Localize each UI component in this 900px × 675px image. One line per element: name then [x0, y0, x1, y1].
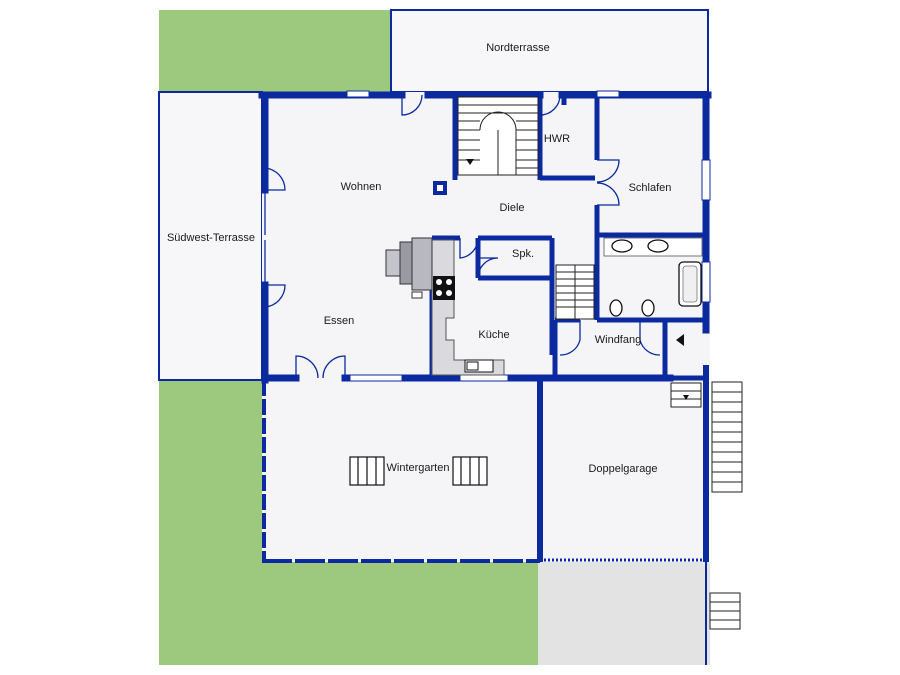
label-hwr: HWR: [544, 133, 570, 145]
terrace-north: [390, 9, 709, 93]
door-swing-icon: [264, 94, 661, 379]
kitchen-fittings: [385, 237, 505, 376]
terrace-southwest: [158, 91, 263, 381]
garden-area: [159, 10, 538, 665]
label-nordterrasse: Nordterrasse: [486, 42, 550, 54]
annex-walls: [262, 365, 709, 665]
label-kueche: Küche: [478, 329, 509, 341]
label-windfang: Windfang: [595, 334, 641, 346]
label-diele: Diele: [499, 202, 524, 214]
wintergarden-floor: [262, 380, 538, 562]
skylight-icon: [349, 456, 488, 486]
stove-icon: [433, 276, 455, 300]
window-icon: [346, 90, 711, 382]
room-labels: Nordterrasse Südwest-Terrasse Wohnen Die…: [167, 42, 671, 475]
label-doppelgarage: Doppelgarage: [588, 463, 657, 475]
sink-icon: [611, 239, 633, 253]
stair-icon: [457, 96, 743, 630]
label-wintergarten: Wintergarten: [387, 462, 450, 474]
arrow-icon: [466, 159, 689, 400]
toilet-icon: [641, 299, 655, 317]
chimney-core: [437, 185, 443, 191]
label-suedwest-terrasse: Südwest-Terrasse: [167, 232, 255, 244]
label-essen: Essen: [324, 315, 355, 327]
label-schlafen: Schlafen: [629, 182, 672, 194]
sink-icon: [647, 239, 669, 253]
driveway-paving: [538, 562, 710, 665]
garage-floor: [540, 380, 708, 562]
label-spk: Spk.: [512, 248, 534, 260]
bathroom-fixtures: [603, 237, 703, 317]
toilet-icon: [609, 299, 623, 317]
label-wohnen: Wohnen: [341, 181, 382, 193]
sink-icon: [464, 359, 494, 373]
